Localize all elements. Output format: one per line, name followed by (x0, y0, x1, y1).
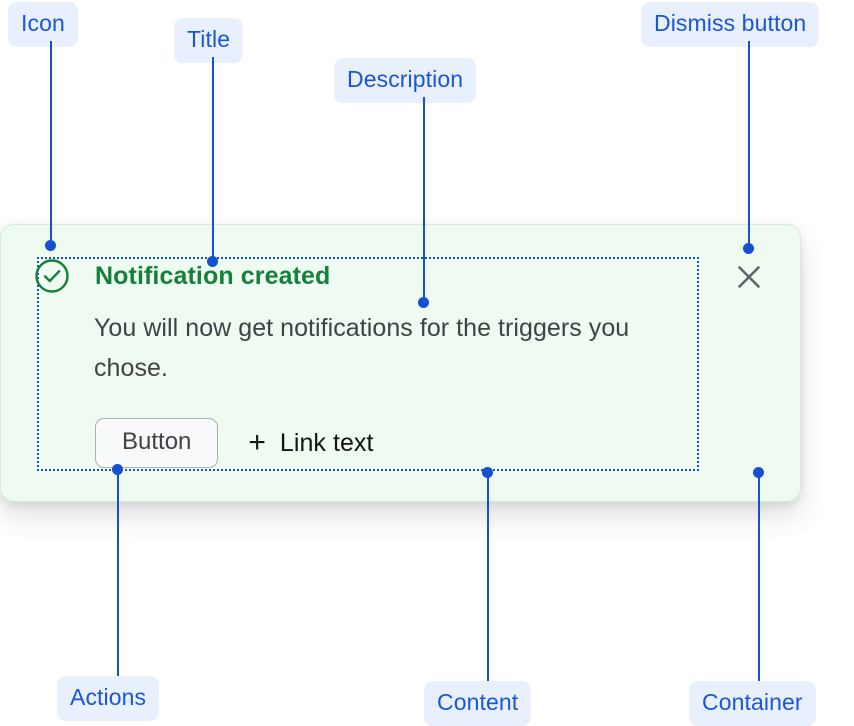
annotation-label-content: Content (424, 681, 532, 726)
leader-line-dismiss (748, 41, 750, 248)
leader-line-container (758, 473, 760, 681)
leader-dot-actions (112, 464, 123, 475)
leader-dot-container (753, 467, 764, 478)
annotation-label-icon: Icon (8, 2, 78, 47)
annotation-label-title: Title (174, 18, 244, 63)
leader-dot-content (482, 467, 493, 478)
check-circle-icon (34, 258, 70, 294)
notification-description: You will now get notifications for the t… (94, 314, 630, 382)
action-button[interactable]: Button (95, 418, 219, 468)
leader-dot-icon (45, 240, 56, 251)
leader-dot-title (207, 256, 218, 267)
dismiss-button[interactable] (731, 259, 767, 295)
leader-dot-description (418, 297, 429, 308)
leader-line-content (487, 473, 489, 681)
notification-actions: Button + Link text (95, 418, 373, 468)
leader-line-title (212, 57, 214, 261)
add-link-action[interactable]: + Link text (248, 428, 373, 458)
annotation-label-description: Description (334, 58, 477, 103)
plus-icon: + (248, 426, 266, 459)
annotation-label-dismiss: Dismiss button (641, 2, 820, 47)
annotation-label-container: Container (689, 681, 816, 726)
leader-line-description (423, 97, 425, 302)
leader-line-icon (50, 41, 52, 245)
annotation-label-actions: Actions (57, 676, 160, 721)
content-region-outline (37, 257, 699, 471)
leader-dot-dismiss (743, 243, 754, 254)
leader-line-actions (117, 470, 119, 676)
link-action-label: Link text (279, 428, 374, 457)
